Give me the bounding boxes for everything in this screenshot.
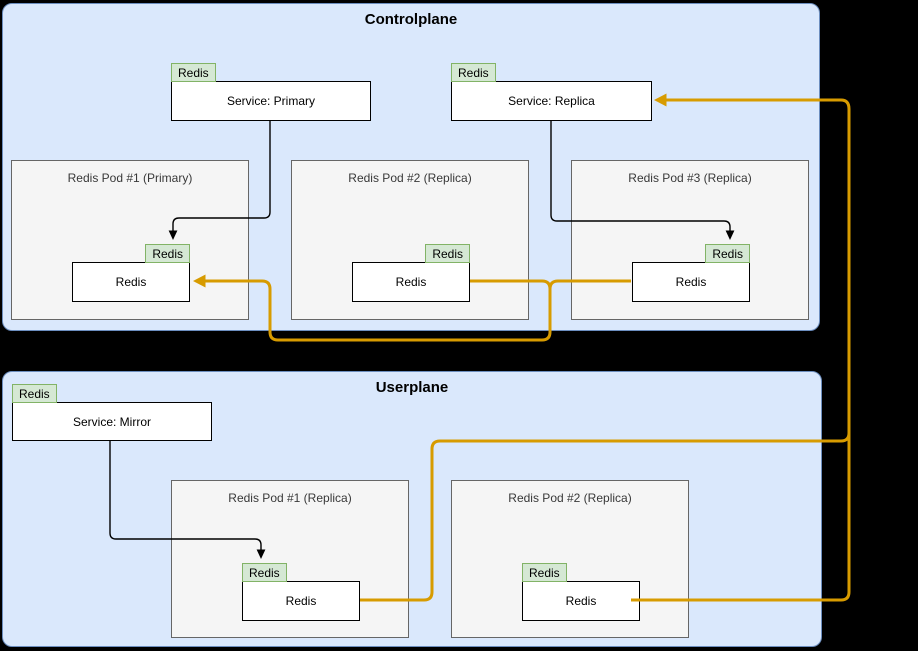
cp-pod3-redis-tag: Redis	[705, 244, 750, 263]
up-pod2-redis-label: Redis	[565, 594, 597, 608]
up-pod1-redis-tag: Redis	[242, 563, 287, 582]
cp-pod2-redis-label: Redis	[395, 275, 427, 289]
service-primary-node: Redis Service: Primary	[171, 63, 371, 121]
controlplane-container: Controlplane Redis Service: Primary Redi…	[2, 3, 820, 331]
service-mirror-redis-tag: Redis	[12, 384, 57, 403]
cp-pod3-redis-label: Redis	[675, 275, 707, 289]
cp-pod1-redis-label: Redis	[115, 275, 147, 289]
service-replica-node: Redis Service: Replica	[451, 63, 652, 121]
up-pod1-label: Redis Pod #1 (Replica)	[228, 491, 352, 505]
userplane-container: Userplane Redis Service: Mirror Redis Po…	[2, 371, 822, 647]
up-pod1-redis-node: Redis Redis	[242, 563, 360, 621]
cp-pod2: Redis Pod #2 (Replica) Redis Redis	[291, 160, 529, 320]
cp-pod2-redis-node: Redis Redis	[352, 244, 470, 302]
cp-pod1: Redis Pod #1 (Primary) Redis Redis	[11, 160, 249, 320]
cp-pod3-label: Redis Pod #3 (Replica)	[628, 171, 752, 185]
service-primary-label: Service: Primary	[226, 94, 315, 108]
cp-pod3-redis-node: Redis Redis	[632, 244, 750, 302]
controlplane-title: Controlplane	[364, 11, 458, 28]
cp-pod2-redis-tag: Redis	[425, 244, 470, 263]
cp-pod2-label: Redis Pod #2 (Replica)	[348, 171, 472, 185]
service-mirror-label: Service: Mirror	[72, 414, 151, 429]
up-pod2-label: Redis Pod #2 (Replica)	[508, 491, 632, 505]
cp-pod1-redis-tag: Redis	[145, 244, 190, 263]
cp-pod1-redis-node: Redis Redis	[72, 244, 190, 302]
up-pod1-redis-label: Redis	[285, 594, 317, 608]
service-primary-redis-tag: Redis	[171, 63, 216, 82]
service-replica-label: Service: Replica	[508, 94, 595, 108]
service-replica-redis-tag: Redis	[451, 63, 496, 82]
up-pod2-redis-node: Redis Redis	[522, 563, 640, 621]
service-mirror-node: Redis Service: Mirror	[12, 384, 212, 441]
cp-pod1-label: Redis Pod #1 (Primary)	[67, 171, 193, 185]
cp-pod3: Redis Pod #3 (Replica) Redis Redis	[571, 160, 809, 320]
up-pod2: Redis Pod #2 (Replica) Redis Redis	[451, 480, 689, 638]
up-pod1: Redis Pod #1 (Replica) Redis Redis	[171, 480, 409, 638]
up-pod2-redis-tag: Redis	[522, 563, 567, 582]
userplane-title: Userplane	[375, 379, 449, 396]
